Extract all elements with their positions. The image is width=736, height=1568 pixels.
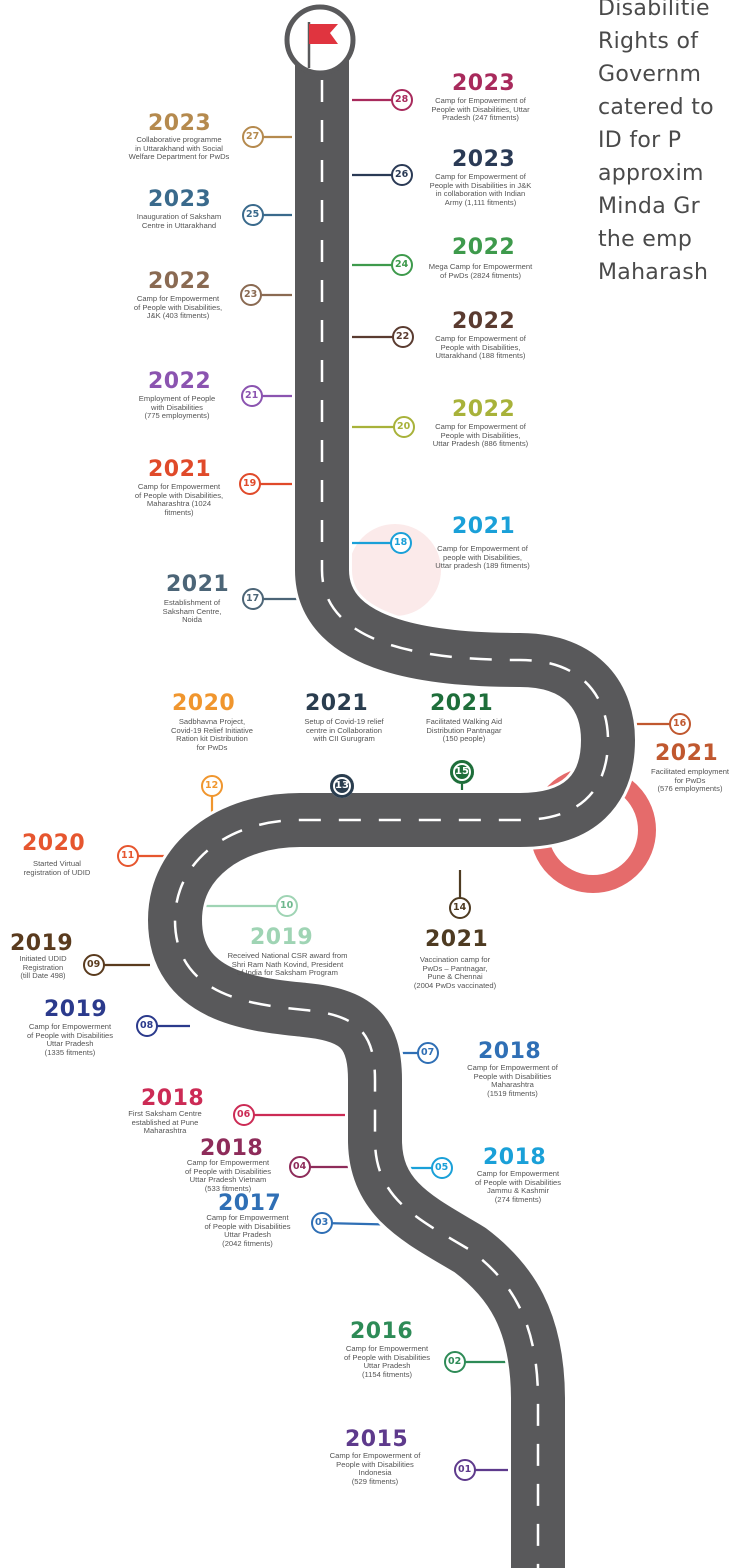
- milestone-node-26: 26: [390, 163, 413, 186]
- milestone-year-25: 2023: [148, 187, 212, 212]
- milestone-node-16: 16: [668, 712, 691, 735]
- decor-circle-pink: [349, 524, 441, 616]
- milestone-year-17: 2021: [166, 572, 230, 597]
- milestone-year-07: 2018: [478, 1039, 542, 1064]
- milestone-year-01: 2015: [345, 1427, 409, 1452]
- milestone-desc-01: Camp for Empowerment of People with Disa…: [329, 1451, 421, 1486]
- milestone-node-11: 11: [116, 844, 139, 867]
- milestone-year-24: 2022: [452, 235, 516, 260]
- milestone-node-28: 28: [390, 88, 413, 111]
- milestone-year-23: 2022: [148, 269, 212, 294]
- milestone-desc-14: Vaccination camp for PwDs – Pantnagar, P…: [413, 955, 497, 990]
- milestone-node-05: 05: [430, 1156, 453, 1179]
- milestone-desc-22: Camp for Empowerment of People with Disa…: [435, 334, 526, 361]
- milestone-node-12: 12: [200, 774, 223, 797]
- milestone-node-02: 02: [443, 1350, 466, 1373]
- milestone-year-15: 2021: [430, 691, 494, 716]
- milestone-node-06: 06: [232, 1103, 255, 1126]
- milestone-node-14: 14: [448, 896, 471, 919]
- milestone-desc-19: Camp for Empowerment of People with Disa…: [134, 482, 224, 517]
- milestone-node-01: 01: [453, 1458, 476, 1481]
- milestone-desc-08: Camp for Empowerment of People with Disa…: [26, 1022, 114, 1057]
- milestone-node-13: 13: [330, 774, 354, 798]
- intro-line: approxim: [598, 161, 704, 186]
- milestone-year-09: 2019: [10, 931, 74, 956]
- intro-line: ID for P: [598, 128, 682, 153]
- milestone-year-05: 2018: [483, 1145, 547, 1170]
- milestone-desc-15: Facilitated Walking Aid Distribution Pan…: [425, 717, 503, 744]
- milestone-desc-26: Camp for Empowerment of People with Disa…: [429, 172, 532, 207]
- milestone-year-10: 2019: [250, 925, 314, 950]
- milestone-year-06: 2018: [141, 1086, 205, 1111]
- milestone-desc-06: First Saksham Centre established at Pune…: [128, 1109, 202, 1136]
- milestone-year-21: 2022: [148, 369, 212, 394]
- milestone-year-27: 2023: [148, 111, 212, 136]
- milestone-desc-17: Establishment of Saksham Centre, Noida: [162, 598, 222, 625]
- milestone-node-09: 09: [82, 953, 105, 976]
- intro-line: catered to: [598, 95, 714, 120]
- milestone-node-17: 17: [241, 587, 264, 610]
- milestone-desc-27: Collaborative programme in Uttarakhand w…: [128, 135, 230, 162]
- milestone-year-18: 2021: [452, 514, 516, 539]
- milestone-desc-13: Setup of Covid-19 relief centre in Colla…: [304, 717, 384, 744]
- milestone-node-19: 19: [238, 472, 261, 495]
- milestone-year-04: 2018: [200, 1136, 264, 1161]
- milestone-node-10: 10: [275, 894, 298, 917]
- milestone-node-08: 08: [135, 1014, 158, 1037]
- milestone-desc-28: Camp for Empowerment of People with Disa…: [431, 96, 530, 123]
- road-center-dashes: [173, 40, 610, 1568]
- milestone-year-13: 2021: [305, 691, 369, 716]
- milestone-desc-09: Initiated UDID Registration (till Date 4…: [19, 954, 67, 981]
- milestone-desc-07: Camp for Empowerment of People with Disa…: [467, 1063, 558, 1098]
- milestone-desc-20: Camp for Empowerment of People with Disa…: [432, 422, 529, 449]
- milestone-year-03: 2017: [218, 1191, 282, 1216]
- milestone-desc-25: Inauguration of Saksham Centre in Uttara…: [136, 212, 222, 230]
- intro-line: Maharash: [598, 260, 709, 285]
- milestone-year-12: 2020: [172, 691, 236, 716]
- milestone-year-02: 2016: [350, 1319, 414, 1344]
- milestone-node-24: 24: [390, 253, 413, 276]
- milestone-node-25: 25: [241, 203, 264, 226]
- milestone-desc-10: Received National CSR award from Shri Ra…: [227, 951, 348, 978]
- milestone-desc-12: Sadbhavna Project, Covid-19 Relief Initi…: [171, 717, 253, 752]
- milestone-desc-11: Started Virtual registration of UDID: [23, 859, 91, 877]
- milestone-year-19: 2021: [148, 457, 212, 482]
- milestone-desc-18: Camp for Empowerment of people with Disa…: [435, 544, 530, 571]
- milestone-year-11: 2020: [22, 831, 86, 856]
- milestone-node-18: 18: [389, 531, 412, 554]
- intro-line: Rights of: [598, 29, 699, 54]
- milestone-desc-03: Camp for Empowerment of People with Disa…: [204, 1213, 291, 1248]
- intro-line: Disabilitie: [598, 0, 710, 21]
- milestone-node-04: 04: [288, 1155, 311, 1178]
- milestone-year-26: 2023: [452, 147, 516, 172]
- flag-icon: [307, 22, 338, 68]
- milestone-node-15: 15: [450, 760, 474, 784]
- milestone-desc-23: Camp for Empowerment of People with Disa…: [133, 294, 223, 321]
- milestone-desc-16: Facilitated employment for PwDs (576 emp…: [650, 767, 730, 794]
- milestone-desc-24: Mega Camp for Empowerment of PwDs (2824 …: [428, 262, 533, 280]
- milestone-node-23: 23: [239, 283, 262, 306]
- intro-line: Minda Gr: [598, 194, 700, 219]
- milestone-desc-04: Camp for Empowerment of People with Disa…: [184, 1158, 272, 1193]
- milestone-node-20: 20: [392, 415, 415, 438]
- milestone-node-21: 21: [240, 384, 263, 407]
- milestone-year-16: 2021: [655, 741, 719, 766]
- milestone-desc-02: Camp for Empowerment of People with Disa…: [343, 1344, 431, 1379]
- intro-text: Disabilitie Rights of Governm catered to…: [598, 0, 736, 289]
- milestone-node-22: 22: [391, 325, 414, 348]
- milestone-node-07: 07: [416, 1041, 439, 1064]
- milestone-year-22: 2022: [452, 309, 516, 334]
- milestone-year-08: 2019: [44, 997, 108, 1022]
- milestone-node-27: 27: [241, 125, 264, 148]
- start-flag-badge: [284, 4, 356, 76]
- milestone-year-28: 2023: [452, 71, 516, 96]
- milestone-desc-21: Employment of People with Disabilities (…: [138, 394, 216, 421]
- milestone-desc-05: Camp for Empowerment of People with Disa…: [474, 1169, 562, 1204]
- intro-line: the emp: [598, 227, 693, 252]
- milestone-year-14: 2021: [425, 927, 489, 952]
- milestone-year-20: 2022: [452, 397, 516, 422]
- milestone-node-03: 03: [310, 1211, 333, 1234]
- intro-line: Governm: [598, 62, 702, 87]
